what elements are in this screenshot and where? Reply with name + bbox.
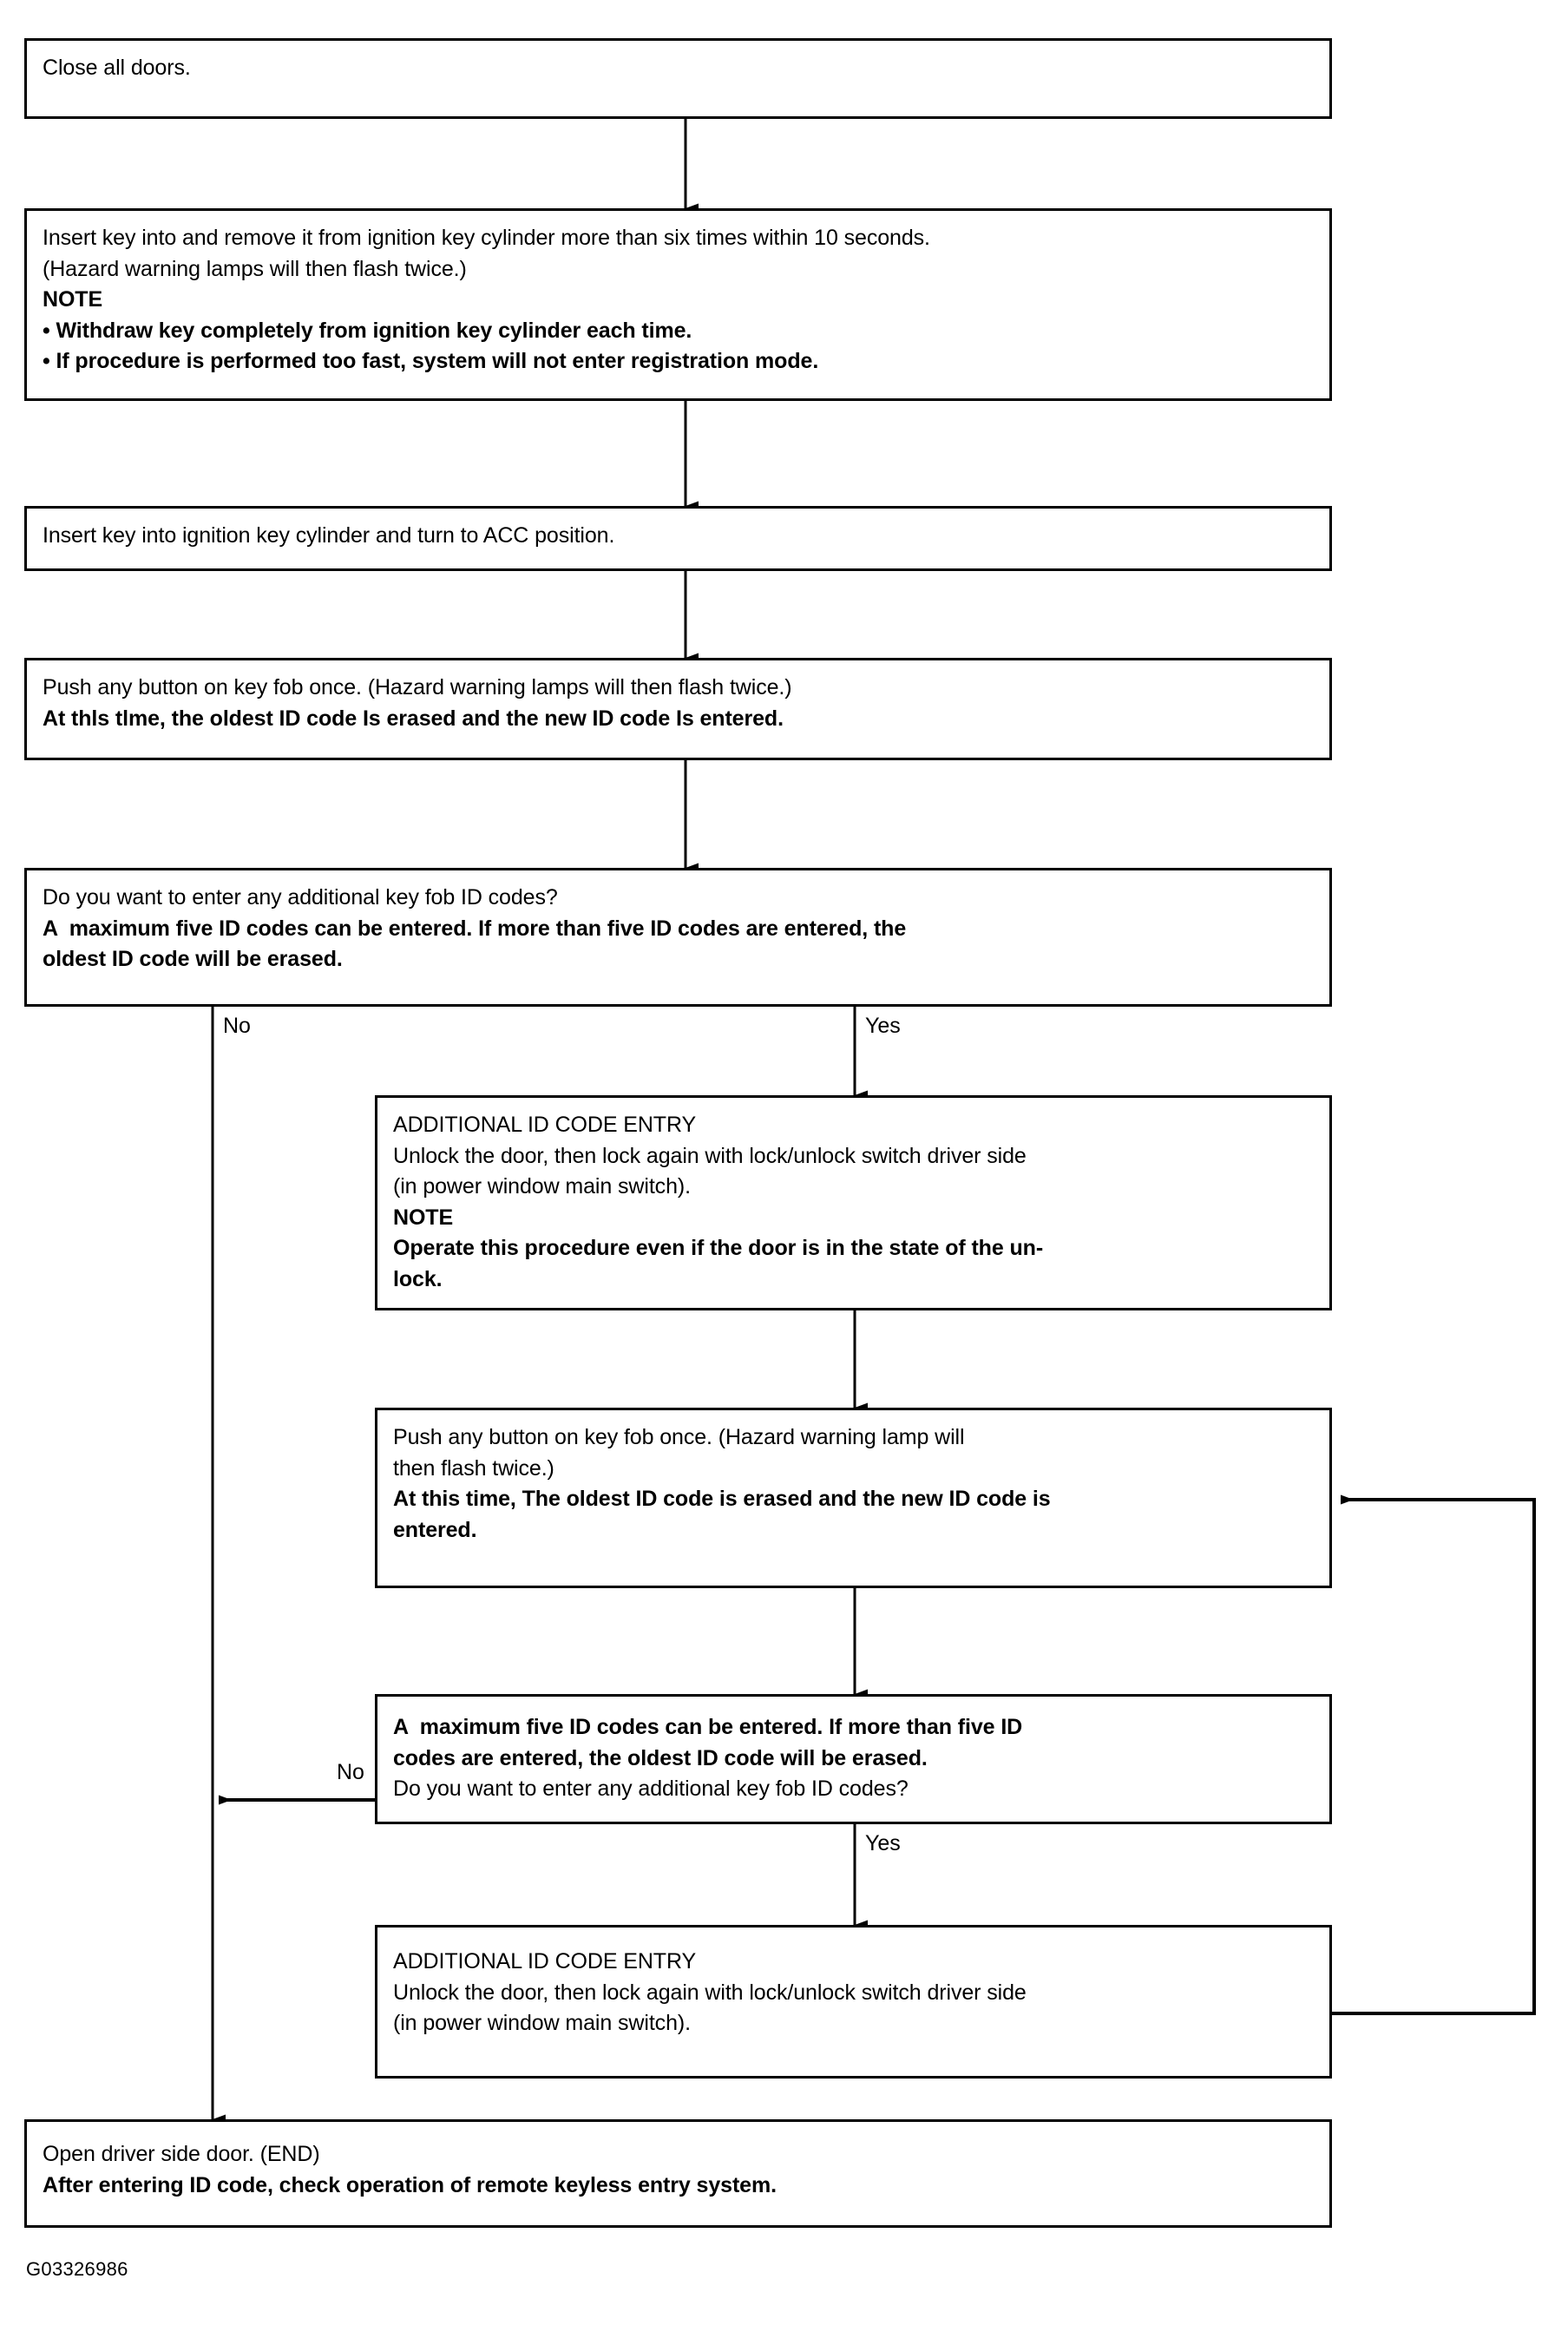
node-line: After entering ID code, check operation … — [43, 2172, 777, 2197]
node-question: Do you want to enter any additional key … — [43, 885, 558, 910]
node-additional-id-code-entry-1: ADDITIONAL ID CODE ENTRY Unlock the door… — [375, 1095, 1332, 1310]
node-decision-additional-codes-1: Do you want to enter any additional key … — [24, 868, 1332, 1007]
node-line: lock. — [393, 1266, 443, 1291]
node-push-button-first: Push any button on key fob once. (Hazard… — [24, 658, 1332, 760]
node-heading: ADDITIONAL ID CODE ENTRY — [393, 1949, 697, 1974]
node-note-heading: NOTE — [43, 287, 103, 312]
node-line: Close all doors. — [43, 56, 191, 80]
node-push-button-second: Push any button on key fob once. (Hazard… — [375, 1408, 1332, 1588]
node-decision-additional-codes-2: A maximum five ID codes can be entered. … — [375, 1694, 1332, 1824]
node-line: Push any button on key fob once. (Hazard… — [393, 1425, 965, 1449]
node-line: Open driver side door. (END) — [43, 2142, 320, 2166]
node-line: Unlock the door, then lock again with lo… — [393, 1143, 1027, 1168]
node-line: A maximum five ID codes can be entered. … — [393, 1715, 1023, 1739]
node-line: Insert key into and remove it from ignit… — [43, 226, 930, 250]
node-line: A maximum five ID codes can be entered. … — [43, 916, 907, 941]
node-line: oldest ID code will be erased. — [43, 947, 343, 971]
node-line: codes are entered, the oldest ID code wi… — [393, 1745, 928, 1770]
node-note-bullet: • Withdraw key completely from ignition … — [43, 318, 692, 343]
node-line: Insert key into ignition key cylinder an… — [43, 523, 615, 548]
node-note-bullet: • If procedure is performed too fast, sy… — [43, 349, 819, 373]
node-additional-id-code-entry-2: ADDITIONAL ID CODE ENTRY Unlock the door… — [375, 1925, 1332, 2079]
node-line: Push any button on key fob once. (Hazard… — [43, 675, 792, 699]
figure-code: G03326986 — [26, 2258, 128, 2280]
node-turn-to-acc: Insert key into ignition key cylinder an… — [24, 506, 1332, 571]
branch-label-decision1-yes: Yes — [863, 1015, 903, 1037]
node-open-driver-door-end: Open driver side door. (END) After enter… — [24, 2119, 1332, 2228]
node-line: (in power window main switch). — [393, 1174, 691, 1199]
node-question: Do you want to enter any additional key … — [393, 1776, 909, 1801]
node-line: (Hazard warning lamps will then flash tw… — [43, 256, 467, 281]
node-heading: ADDITIONAL ID CODE ENTRY — [393, 1113, 697, 1137]
branch-label-decision2-no: No — [334, 1762, 367, 1783]
node-line: Operate this procedure even if the door … — [393, 1236, 1044, 1260]
node-line: At this time, The oldest ID code is eras… — [393, 1487, 1051, 1511]
node-insert-remove-key: Insert key into and remove it from ignit… — [24, 208, 1332, 401]
node-note-heading: NOTE — [393, 1205, 454, 1230]
branch-label-decision1-no: No — [220, 1015, 253, 1037]
node-close-all-doors: Close all doors. — [24, 38, 1332, 119]
node-line: entered. — [393, 1517, 477, 1542]
node-line: (in power window main switch). — [393, 2011, 691, 2035]
wire-loopback-to-push2 — [1332, 1494, 1536, 2015]
branch-label-decision2-yes: Yes — [863, 1833, 903, 1855]
node-line: At thls tlme, the oldest ID code Is eras… — [43, 706, 784, 731]
node-line: then flash twice.) — [393, 1455, 554, 1481]
node-line: Unlock the door, then lock again with lo… — [393, 1980, 1027, 2005]
